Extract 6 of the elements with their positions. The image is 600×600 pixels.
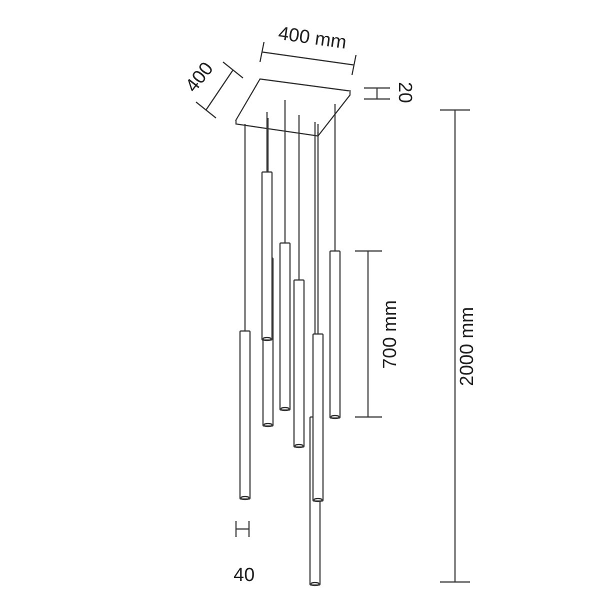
dimension-label: 20 xyxy=(394,81,414,103)
dimension-label: 40 xyxy=(234,566,255,584)
dimension-label: 400 xyxy=(182,58,218,96)
dimension-label: 700 mm xyxy=(380,300,400,368)
dimension-label: 400 mm xyxy=(276,24,348,52)
dimension-label: 2000 mm xyxy=(458,306,477,386)
